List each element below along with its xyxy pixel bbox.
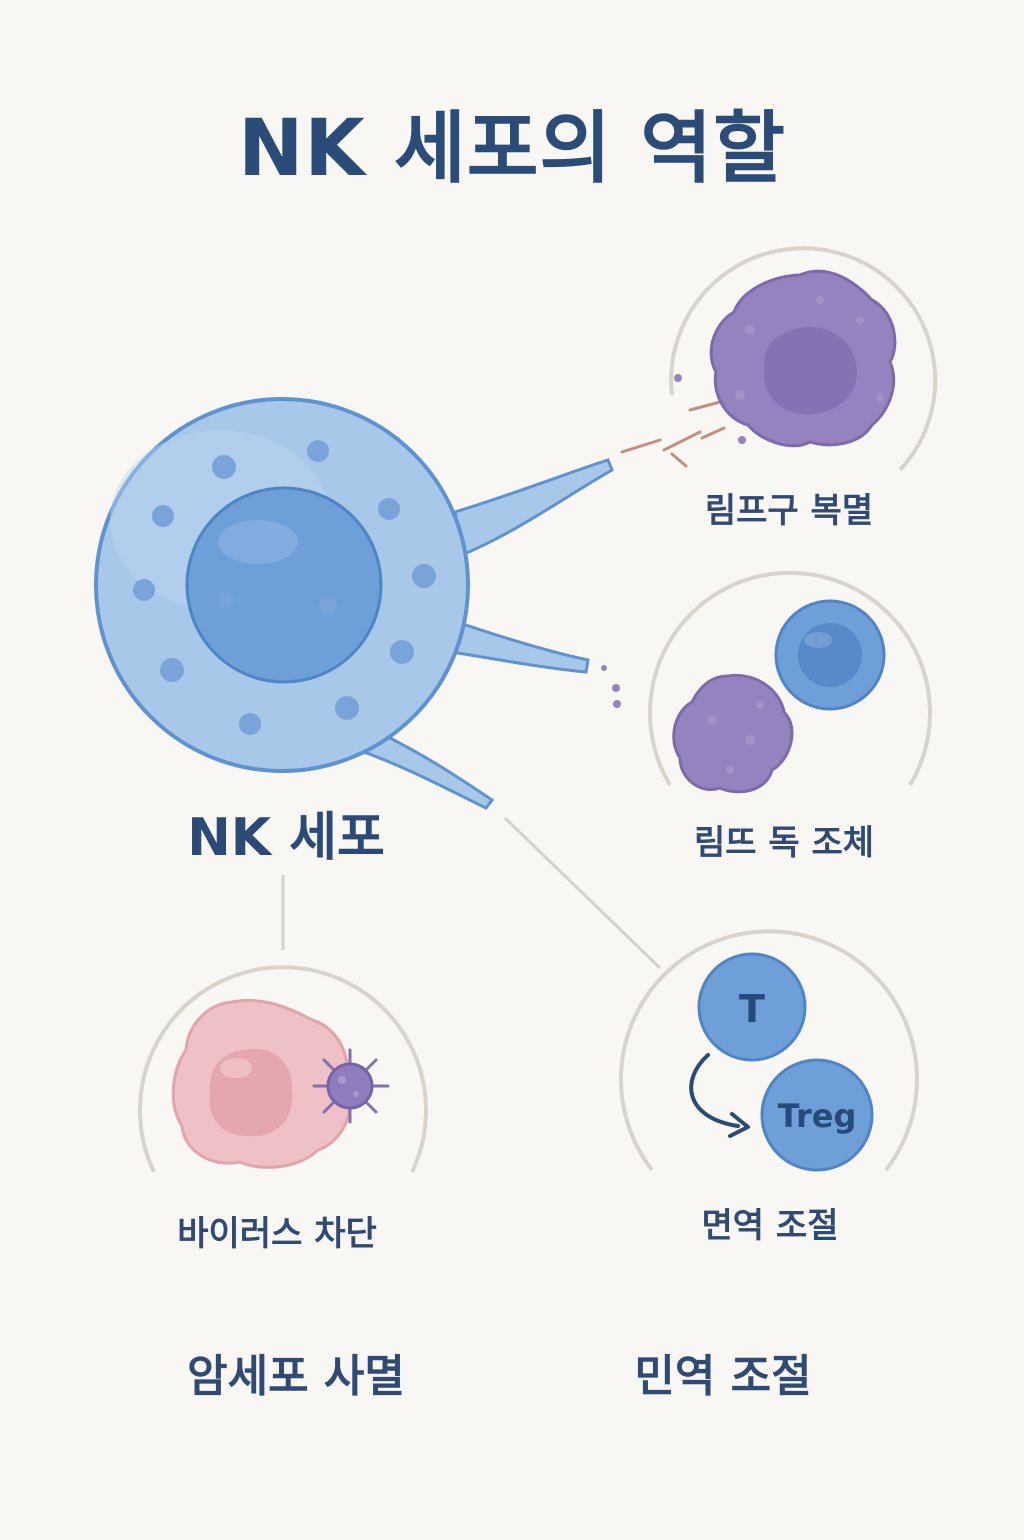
virus-infected-cell — [171, 998, 352, 1169]
t-cell-label: T — [739, 987, 765, 1031]
panel-arc-middle-right — [648, 570, 932, 787]
caption-right: 민역 조절 — [634, 1351, 812, 1402]
nk-cell — [94, 397, 614, 810]
treg-cell: Treg — [760, 1058, 874, 1172]
release-particles — [601, 374, 746, 708]
nk-nucleus-highlight — [218, 520, 298, 564]
nk-granules — [133, 440, 436, 735]
target-cell-top-nucleus — [763, 326, 857, 415]
target-cell-middle-body — [672, 673, 794, 794]
lymphocyte-middle — [774, 599, 886, 711]
t-cell-body — [697, 952, 807, 1062]
conversion-arrow-icon — [689, 1053, 750, 1138]
lymphocyte-middle-nucleus — [798, 623, 862, 687]
t-cell: T — [697, 952, 807, 1062]
panel-label-top-right: 림프구 복멸 — [704, 491, 874, 531]
cytotoxic-release-streaks — [620, 400, 726, 468]
treg-cell-body — [760, 1058, 874, 1172]
virus-particle — [312, 1048, 390, 1124]
target-cell-middle — [672, 673, 794, 794]
panel-arc-bottom-right — [619, 929, 919, 1172]
target-cell-top — [709, 269, 897, 448]
panel-arc-top-right — [669, 246, 938, 472]
page-title: NK 세포의 역할 — [238, 104, 786, 194]
nk-extension-bottom — [355, 726, 495, 810]
nk-extension-top — [453, 458, 614, 558]
connector-to-immune-regulation — [503, 816, 662, 970]
panel-label-bottom-left: 바이러스 차단 — [177, 1214, 377, 1254]
nk-extension-middle — [450, 620, 590, 674]
treg-cell-label: Treg — [778, 1097, 857, 1135]
infected-cell-nucleus — [209, 1048, 293, 1137]
panel-arc-bottom-left — [138, 965, 428, 1173]
nk-nucleus — [185, 486, 383, 684]
nk-cell-label: NK 세포 — [187, 808, 385, 868]
caption-left: 암세포 사멸 — [187, 1351, 405, 1402]
panel-label-bottom-right: 면역 조절 — [701, 1206, 839, 1246]
panel-label-middle-right: 림뜨 독 조체 — [693, 823, 875, 863]
